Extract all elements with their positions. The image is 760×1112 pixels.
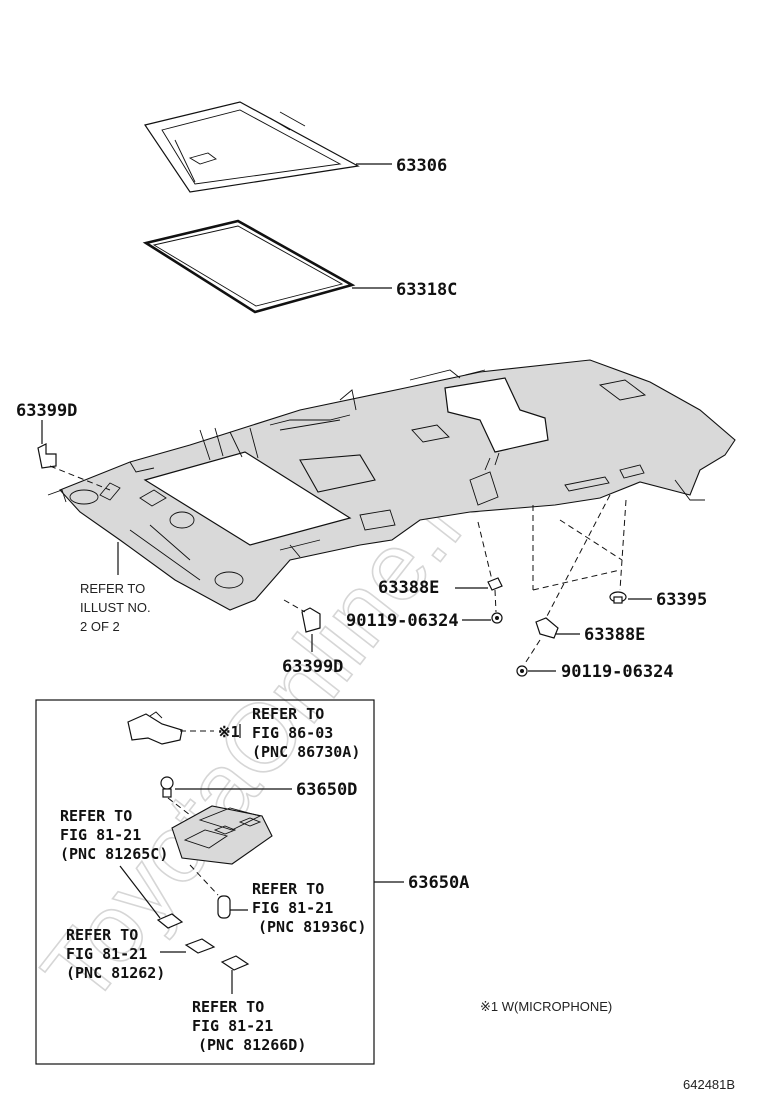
callout-63399d-bottom: 63399D xyxy=(282,657,343,677)
callout-63388e-2: 63388E xyxy=(584,625,645,645)
ref-81266d-line1: REFER TO xyxy=(192,998,264,1016)
ref-81262-line2: FIG 81-21 xyxy=(66,945,147,963)
headliner-assembly xyxy=(47,359,736,611)
screw-90119-2 xyxy=(516,665,528,677)
clip-63399d-top xyxy=(37,443,57,469)
ref-mic-line2: FIG 86-03 xyxy=(252,724,333,742)
plug-63395 xyxy=(609,591,627,604)
clip-63399d-bottom xyxy=(301,607,321,633)
ref-81266d-line3: (PNC 81266D) xyxy=(198,1036,306,1054)
clip-63388e-2 xyxy=(535,617,559,639)
sunshade-part xyxy=(144,101,360,193)
callout-63650d: 63650D xyxy=(296,780,357,800)
ref-81266d-line2: FIG 81-21 xyxy=(192,1017,273,1035)
lens-81262 xyxy=(184,938,216,954)
bulb-part xyxy=(217,895,231,919)
microphone-part xyxy=(127,711,183,745)
mic-symbol: ※1 xyxy=(218,723,240,741)
map-lamp-housing xyxy=(171,805,273,865)
screw-90119-1 xyxy=(491,612,503,624)
weatherstrip-part xyxy=(142,219,356,314)
refer-illust-line3: 2 OF 2 xyxy=(80,619,120,634)
ref-81936c-line3: (PNC 81936C) xyxy=(258,918,366,936)
ref-81936c-line2: FIG 81-21 xyxy=(252,899,333,917)
legend-note: ※1 W(MICROPHONE) xyxy=(480,999,612,1014)
lens-81266d xyxy=(220,955,250,971)
callout-63399d-top: 63399D xyxy=(16,401,77,421)
ref-81262-line1: REFER TO xyxy=(66,926,138,944)
figure-code: 642481B xyxy=(683,1077,735,1092)
refer-illust-line2: ILLUST NO. xyxy=(80,600,151,615)
callout-90119-2: 90119-06324 xyxy=(561,662,674,682)
ref-81936c-line1: REFER TO xyxy=(252,880,324,898)
ref-81262-line3: (PNC 81262) xyxy=(66,964,165,982)
ref-81265c-line2: FIG 81-21 xyxy=(60,826,141,844)
clip-63388e-1 xyxy=(487,577,503,591)
callout-63388e-1: 63388E xyxy=(378,578,439,598)
ref-81265c-line1: REFER TO xyxy=(60,807,132,825)
ref-mic-line1: REFER TO xyxy=(252,705,324,723)
callout-63318c: 63318C xyxy=(396,280,457,300)
callout-63306: 63306 xyxy=(396,156,447,176)
refer-illust-line1: REFER TO xyxy=(80,581,145,596)
callout-90119-1: 90119-06324 xyxy=(346,611,459,631)
lens-81265c xyxy=(156,913,184,929)
callout-63650a: 63650A xyxy=(408,873,469,893)
callout-63395: 63395 xyxy=(656,590,707,610)
ref-mic-line3: (PNC 86730A) xyxy=(252,743,360,761)
ref-81265c-line3: (PNC 81265C) xyxy=(60,845,168,863)
screw-63650d xyxy=(160,776,174,798)
